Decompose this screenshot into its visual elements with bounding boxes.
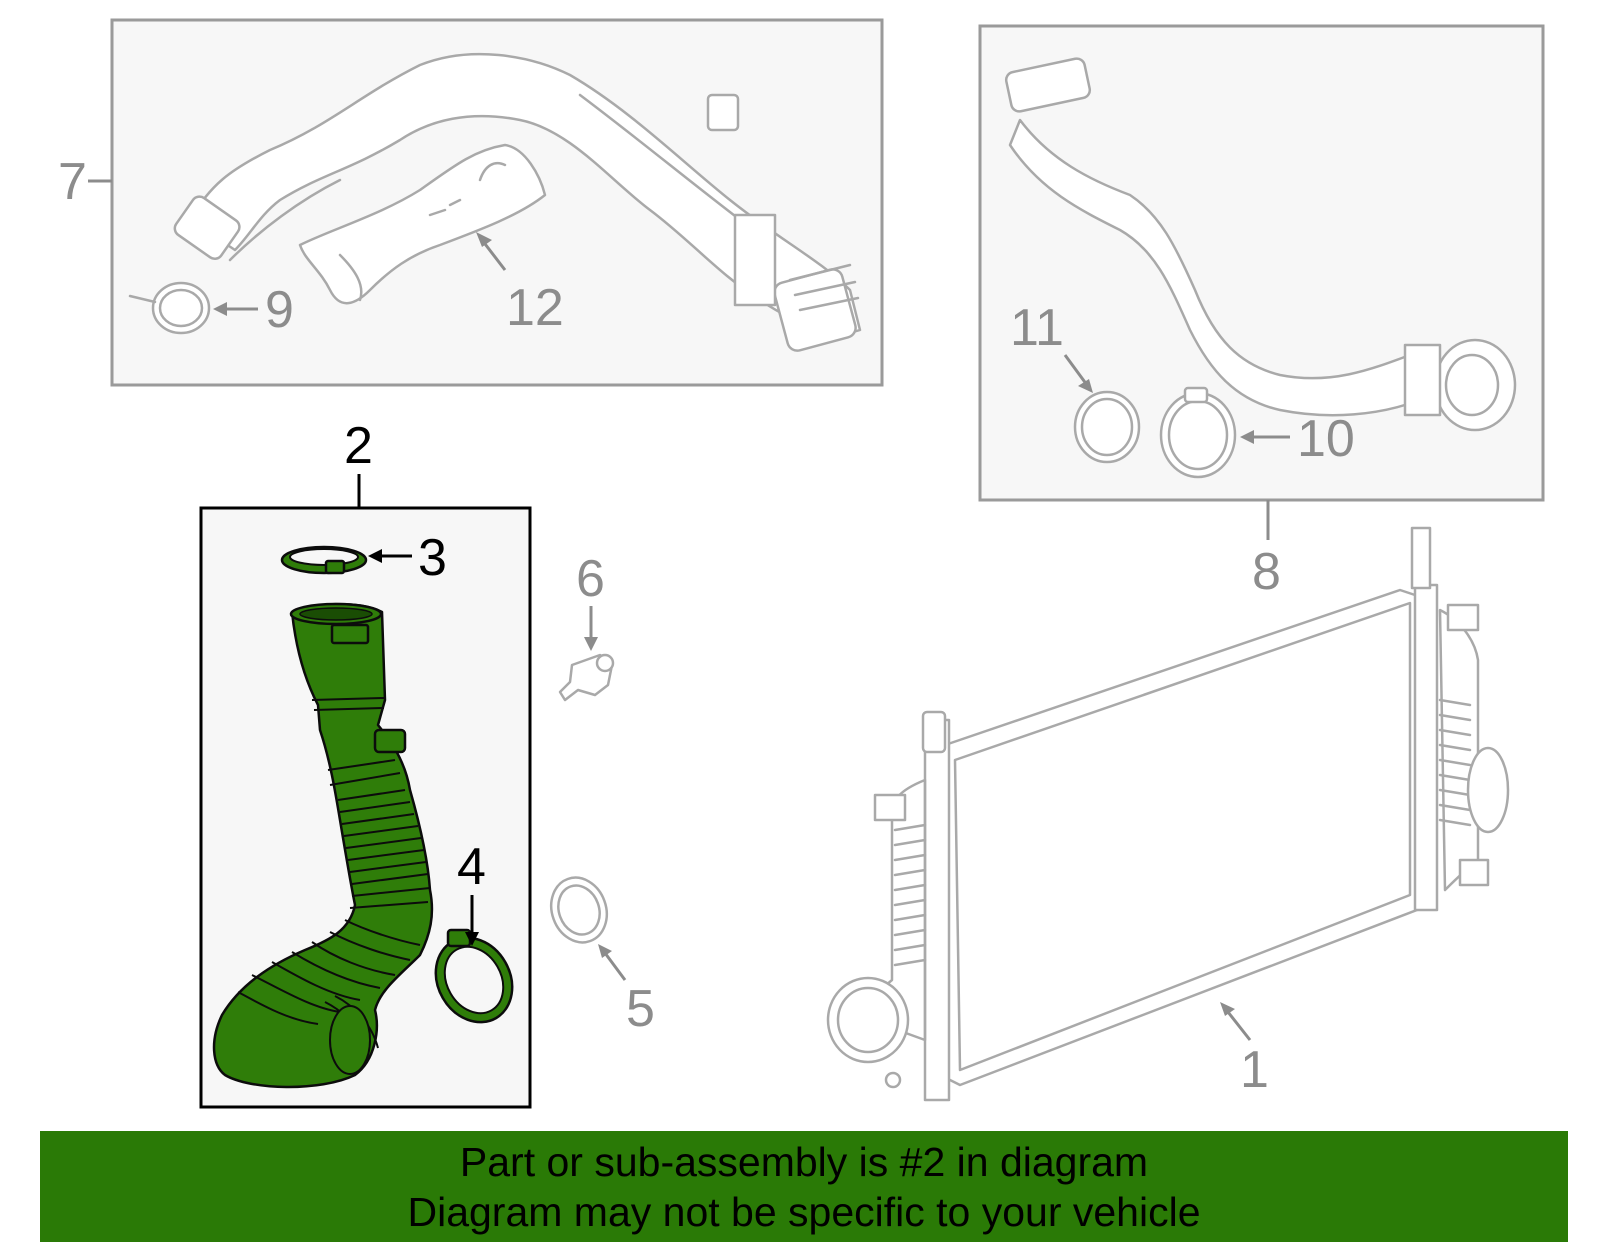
clamp-9-part[interactable] [128, 281, 211, 335]
charge-air-hose-part[interactable] [1004, 57, 1517, 432]
svg-text:4: 4 [457, 838, 486, 896]
callout-3[interactable]: 3 [368, 529, 447, 587]
footer-line-part-note: Part or sub-assembly is #2 in diagram [459, 1139, 1149, 1185]
callout-1[interactable]: 1 [1220, 1002, 1269, 1099]
sensor-6-part[interactable] [558, 653, 615, 702]
callout-7[interactable]: 7 [58, 153, 112, 211]
footer-banner: Part or sub-assembly is #2 in diagram Di… [40, 1131, 1568, 1242]
air-inlet-duct-assembly[interactable] [212, 602, 434, 1089]
svg-text:6: 6 [576, 550, 605, 608]
callout-2[interactable]: 2 [344, 417, 373, 508]
callout-9[interactable]: 9 [213, 281, 294, 339]
callout-12[interactable]: 12 [476, 232, 564, 337]
heat-shield-part[interactable] [298, 143, 547, 305]
footer-line-disclaimer: Diagram may not be specific to your vehi… [407, 1189, 1201, 1235]
svg-text:5: 5 [626, 980, 655, 1038]
svg-text:12: 12 [506, 279, 564, 337]
clamp-10-part[interactable] [1159, 386, 1237, 479]
svg-text:3: 3 [418, 529, 447, 587]
callout-6[interactable]: 6 [576, 550, 605, 651]
intercooler-part[interactable] [826, 526, 1510, 1102]
callout-8[interactable]: 8 [1252, 500, 1281, 601]
callout-11[interactable]: 11 [1010, 299, 1093, 393]
callout-5[interactable]: 5 [598, 944, 655, 1038]
svg-text:2: 2 [344, 417, 373, 475]
clamp-3-part[interactable] [280, 545, 368, 575]
svg-text:7: 7 [58, 153, 87, 211]
svg-text:9: 9 [265, 281, 294, 339]
callout-4[interactable]: 4 [457, 838, 486, 946]
parts-diagram: 7 12 9 8 [58, 18, 1545, 1109]
svg-text:11: 11 [1010, 299, 1064, 357]
svg-text:8: 8 [1252, 543, 1281, 601]
callout-10[interactable]: 10 [1240, 410, 1355, 468]
svg-text:10: 10 [1297, 410, 1355, 468]
o-ring-11-part[interactable] [1073, 390, 1141, 464]
upper-air-duct-part[interactable] [172, 52, 862, 353]
svg-text:1: 1 [1240, 1041, 1269, 1099]
gasket-5-part[interactable] [542, 870, 615, 950]
